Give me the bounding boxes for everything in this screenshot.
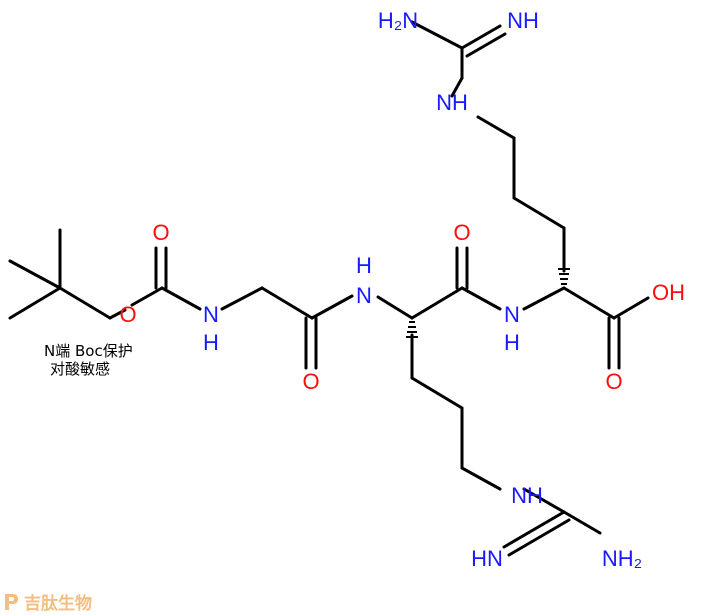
watermark: 吉肽生物 (2, 589, 92, 614)
bond-guan-top-nh2 (410, 20, 464, 50)
bond-arg1-side-2 (410, 376, 464, 410)
atom-nh-imine-top: NH (507, 8, 539, 33)
atom-nh-guan-bottom: NH (511, 483, 543, 508)
atom-h-arg2: H (504, 330, 520, 355)
bond-ca1-carg1 (410, 286, 464, 320)
bond-tbu-3 (8, 286, 62, 320)
bond-guan-top-eq-a (460, 24, 502, 50)
bond-arg2-side-4 (476, 115, 516, 140)
bonds (8, 20, 650, 557)
atom-o-arg1: O (453, 220, 470, 245)
bond-tbu-2 (8, 259, 62, 290)
bond-carg1-n3 (460, 286, 502, 311)
bond-ch2-cgly (260, 286, 314, 320)
bond-cboc-n (160, 286, 202, 311)
atom-h2n-guan-top: H₂N (378, 8, 418, 33)
atom-nh-guan-top: NH (436, 90, 468, 115)
atom-oh-acid: OH (652, 280, 685, 305)
hashed-wedge-arg2 (558, 268, 570, 285)
bond-tbu-4 (58, 286, 112, 320)
atom-o-acid-carbonyl: O (605, 369, 622, 394)
bond-arg1-side-4 (460, 466, 502, 491)
stereo-wedges (406, 268, 570, 338)
atom-hn-imine-bottom: HN (471, 546, 503, 571)
acid-sensitivity-note: 对酸敏感 (50, 360, 111, 378)
bond-tbu-o (108, 308, 127, 320)
atom-o-gly: O (302, 369, 319, 394)
atom-h-arg1: H (356, 253, 372, 278)
bond-n-ch2 (220, 286, 264, 311)
bond-cgly-n2 (310, 294, 354, 320)
bond-arg2-side-2 (512, 196, 566, 230)
bond-n2-ca1 (376, 295, 414, 320)
bond-ca2-cooh (562, 286, 616, 320)
atom-labels: O O N H O H N O N H OH O H₂N NH NH NH HN… (119, 8, 685, 571)
bond-guan-bottom-nh2 (562, 510, 602, 535)
bond-n3-ca2 (522, 286, 566, 311)
bond-arg1-side-5 (522, 487, 566, 514)
atom-o-ester: O (119, 302, 136, 327)
bond-o-cboc (130, 286, 164, 307)
bond-guan-top-eq-b (465, 32, 507, 58)
atom-n-arg2: N (504, 302, 520, 327)
bond-guan-bottom-eq-b (507, 518, 571, 557)
atom-n-carbamate: N (203, 302, 219, 327)
atom-n-arg1: N (356, 283, 372, 308)
bond-arg2-side-5 (450, 76, 464, 98)
bond-guan-bottom-eq-a (502, 510, 566, 549)
watermark-text: 吉肽生物 (24, 594, 92, 614)
hashed-wedge-arg1 (406, 321, 418, 338)
atom-o-boc-carbonyl: O (152, 220, 169, 245)
p-logo-icon (5, 593, 18, 610)
atom-h-carbamate: H (203, 330, 219, 355)
boc-protection-note: N端 Boc保护 (44, 342, 133, 360)
bond-cooh-oh (612, 296, 650, 320)
atom-nh2-guan-bottom: NH₂ (602, 546, 642, 571)
